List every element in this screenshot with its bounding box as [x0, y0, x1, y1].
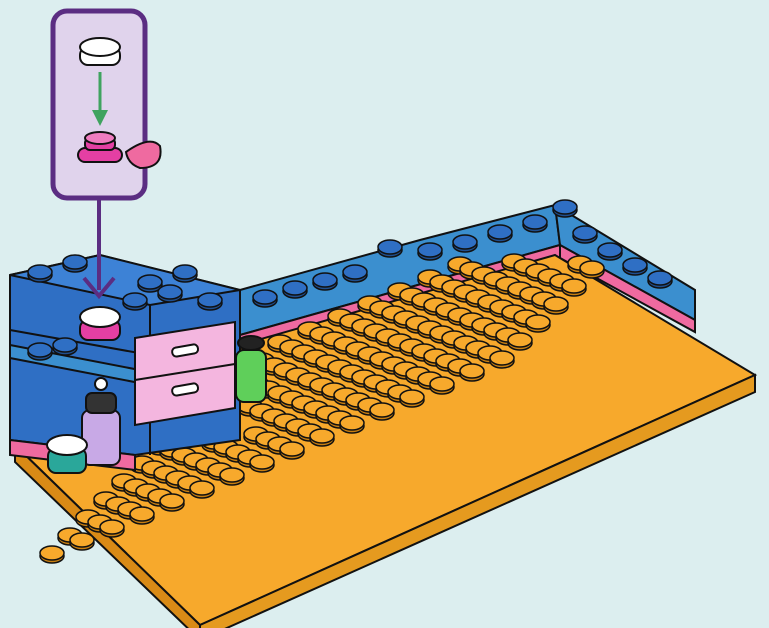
magenta-round-plate-icon	[78, 132, 122, 162]
placed-cup	[80, 307, 120, 340]
dresser	[10, 255, 240, 470]
drawer-unit	[135, 322, 235, 425]
white-round-tile-icon	[80, 38, 120, 65]
bottle-green	[236, 336, 266, 402]
cup-teal	[47, 435, 87, 473]
